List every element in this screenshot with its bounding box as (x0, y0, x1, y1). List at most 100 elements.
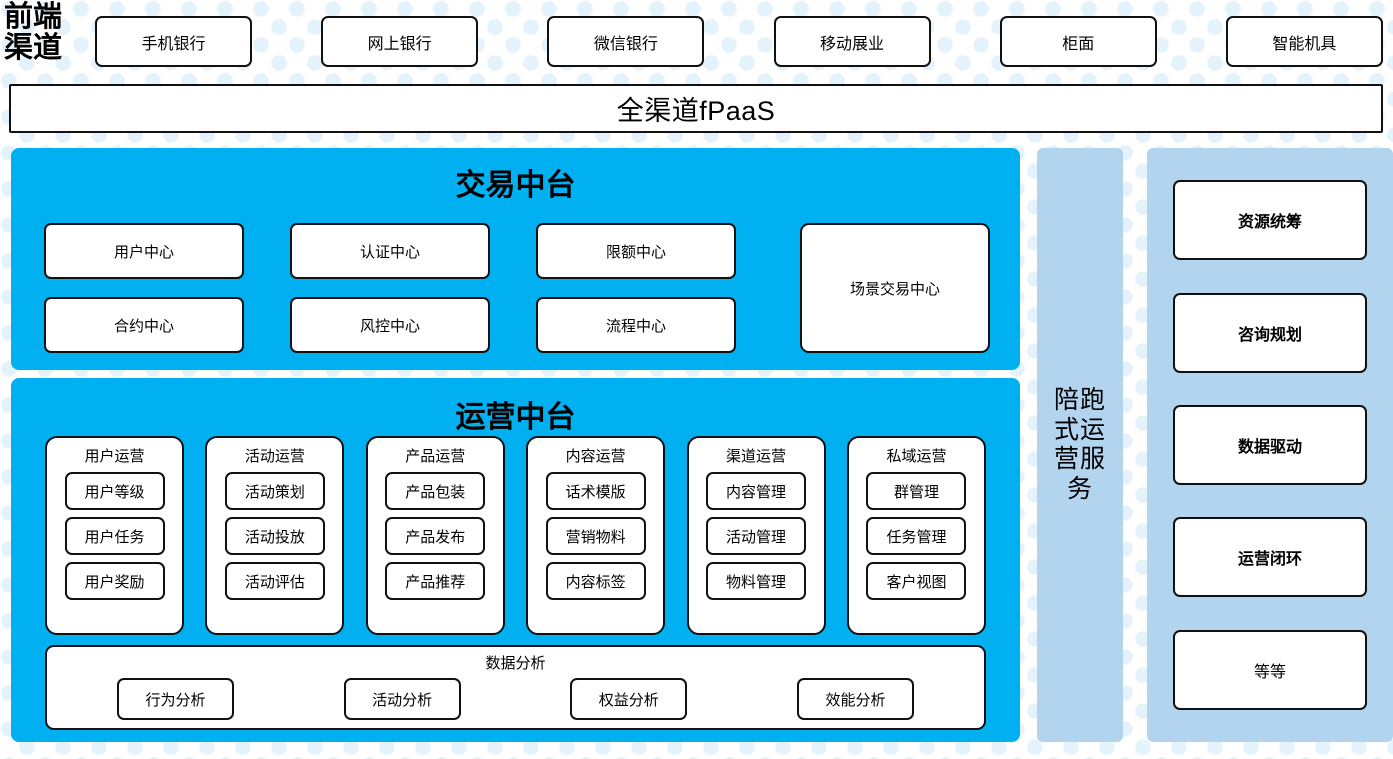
ops-item-label: 内容标签 (565, 573, 626, 591)
ops-item-label: 产品发布 (405, 528, 466, 546)
data-analytics-title: 数据分析 (485, 655, 546, 672)
ops-item-label: 活动评估 (244, 573, 305, 591)
analytics-item-label: 效能分析 (825, 691, 886, 709)
ops-item-product-release[interactable]: 产品发布 (385, 517, 486, 555)
ops-item-user-reward[interactable]: 用户奖励 (64, 562, 165, 600)
trade-box-label: 合约中心 (113, 317, 174, 335)
channel-label: 手机银行 (141, 35, 206, 53)
ops-column-product: 产品运营 产品包装 产品发布 产品推荐 (365, 436, 505, 635)
ops-item-label: 用户奖励 (84, 573, 145, 591)
ops-item-campaign-evaluation[interactable]: 活动评估 (224, 562, 325, 600)
ops-item-label: 活动管理 (726, 528, 787, 546)
front-channel-label: 前端 渠道 (4, 2, 82, 63)
analytics-item-benefit[interactable]: 权益分析 (570, 678, 688, 720)
channel-label: 柜面 (1062, 35, 1095, 53)
ops-item-content-tag[interactable]: 内容标签 (545, 562, 646, 600)
fpaas-label: 全渠道fPaaS (616, 96, 776, 126)
trade-box-process-center[interactable]: 流程中心 (536, 297, 736, 353)
analytics-item-label: 行为分析 (145, 691, 206, 709)
capability-label: 资源统筹 (1237, 214, 1302, 232)
analytics-item-label: 活动分析 (372, 691, 433, 709)
capability-label: 运营闭环 (1237, 551, 1302, 569)
trade-box-label: 流程中心 (605, 317, 666, 335)
trade-center-title: 交易中台 (455, 169, 576, 202)
ops-column-title: 内容运营 (565, 448, 626, 465)
ops-item-label: 物料管理 (726, 573, 787, 591)
analytics-item-campaign[interactable]: 活动分析 (343, 678, 461, 720)
trade-box-contract-center[interactable]: 合约中心 (44, 297, 244, 353)
ops-item-user-task[interactable]: 用户任务 (64, 517, 165, 555)
front-channel-label-line1: 前端 (4, 1, 63, 33)
channel-label: 微信银行 (593, 35, 658, 53)
trade-box-label: 认证中心 (359, 243, 420, 261)
capability-label: 等等 (1253, 663, 1286, 681)
capability-label: 咨询规划 (1237, 326, 1302, 344)
ops-item-campaign-planning[interactable]: 活动策划 (224, 472, 325, 510)
channel-counter[interactable]: 柜面 (999, 16, 1157, 67)
front-channel-label-line2: 渠道 (4, 31, 63, 64)
ops-item-group-management[interactable]: 群管理 (866, 472, 967, 510)
ops-column-channel: 渠道运营 内容管理 活动管理 物料管理 (686, 436, 826, 635)
trade-box-user-center[interactable]: 用户中心 (44, 223, 244, 279)
ops-item-product-packaging[interactable]: 产品包装 (385, 472, 486, 510)
trade-box-scene-transaction-center[interactable]: 场景交易中心 (800, 223, 990, 353)
ops-columns: 用户运营 用户等级 用户任务 用户奖励 活动运营 活动策划 活动投放 活动评估 … (45, 436, 986, 635)
ops-item-label: 用户等级 (84, 483, 145, 501)
channel-label: 智能机具 (1272, 35, 1337, 53)
capability-resource-coordination[interactable]: 资源统筹 (1173, 180, 1367, 261)
analytics-item-efficiency[interactable]: 效能分析 (796, 678, 914, 720)
channel-online-bank[interactable]: 网上银行 (321, 16, 479, 67)
omnichannel-fpaas-bar[interactable]: 全渠道fPaaS (9, 84, 1383, 133)
front-channel-row: 手机银行 网上银行 微信银行 移动展业 柜面 智能机具 (95, 16, 1383, 67)
data-analytics-items: 行为分析 活动分析 权益分析 效能分析 (117, 678, 914, 720)
ops-item-content-management[interactable]: 内容管理 (706, 472, 807, 510)
ops-column-title: 用户运营 (84, 448, 145, 465)
ops-item-campaign-delivery[interactable]: 活动投放 (224, 517, 325, 555)
channel-smart-machine[interactable]: 智能机具 (1225, 16, 1383, 67)
trade-box-label: 风控中心 (359, 317, 420, 335)
channel-wechat-bank[interactable]: 微信银行 (547, 16, 705, 67)
ops-item-label: 用户任务 (84, 528, 145, 546)
ops-item-label: 活动投放 (244, 528, 305, 546)
ops-item-label: 产品推荐 (405, 573, 466, 591)
channel-label: 网上银行 (367, 35, 432, 53)
ops-column-content: 内容运营 话术模版 营销物料 内容标签 (526, 436, 666, 635)
ops-item-customer-view[interactable]: 客户视图 (866, 562, 967, 600)
channel-label: 移动展业 (820, 35, 885, 53)
capability-etc[interactable]: 等等 (1173, 629, 1367, 710)
trade-center-panel: 交易中台 用户中心 认证中心 限额中心 合约中心 风控中心 流程中心 场景交易中… (11, 148, 1020, 370)
trade-box-riskcontrol-center[interactable]: 风控中心 (290, 297, 490, 353)
data-analytics-section: 数据分析 行为分析 活动分析 权益分析 效能分析 (45, 645, 986, 730)
trade-box-limit-center[interactable]: 限额中心 (536, 223, 736, 279)
ops-item-label: 客户视图 (886, 573, 947, 591)
ops-item-material-management[interactable]: 物料管理 (706, 562, 807, 600)
capability-operation-closed-loop[interactable]: 运营闭环 (1173, 517, 1367, 598)
ops-item-label: 话术模版 (565, 483, 626, 501)
ops-item-task-management[interactable]: 任务管理 (866, 517, 967, 555)
ops-item-product-recommend[interactable]: 产品推荐 (385, 562, 486, 600)
capability-panel: 资源统筹 咨询规划 数据驱动 运营闭环 等等 (1147, 148, 1393, 742)
ops-item-label: 内容管理 (726, 483, 787, 501)
ops-column-title: 产品运营 (405, 448, 466, 465)
ops-column-campaign: 活动运营 活动策划 活动投放 活动评估 (205, 436, 345, 635)
ops-item-script-template[interactable]: 话术模版 (545, 472, 646, 510)
ops-item-label: 营销物料 (565, 528, 626, 546)
analytics-item-behavior[interactable]: 行为分析 (117, 678, 234, 720)
ops-item-user-level[interactable]: 用户等级 (64, 472, 165, 510)
accompanying-operation-service-label: 陪跑式运营服务 (1053, 386, 1106, 503)
ops-item-campaign-management[interactable]: 活动管理 (706, 517, 807, 555)
channel-mobile-bank[interactable]: 手机银行 (95, 16, 252, 67)
capability-consulting-planning[interactable]: 咨询规划 (1173, 292, 1367, 373)
ops-column-private-domain: 私域运营 群管理 任务管理 客户视图 (846, 436, 986, 635)
ops-item-marketing-material[interactable]: 营销物料 (545, 517, 646, 555)
ops-center-panel: 运营中台 用户运营 用户等级 用户任务 用户奖励 活动运营 活动策划 活动投放 … (11, 378, 1020, 742)
ops-center-title: 运营中台 (455, 401, 576, 434)
ops-item-label: 任务管理 (886, 528, 947, 546)
trade-box-auth-center[interactable]: 认证中心 (290, 223, 490, 279)
ops-column-title: 私域运营 (886, 448, 947, 465)
trade-box-label: 场景交易中心 (849, 280, 940, 298)
capability-data-driven[interactable]: 数据驱动 (1173, 404, 1367, 485)
channel-mobile-business[interactable]: 移动展业 (773, 16, 931, 67)
ops-item-label: 产品包装 (405, 483, 466, 501)
trade-box-label: 限额中心 (605, 243, 666, 261)
